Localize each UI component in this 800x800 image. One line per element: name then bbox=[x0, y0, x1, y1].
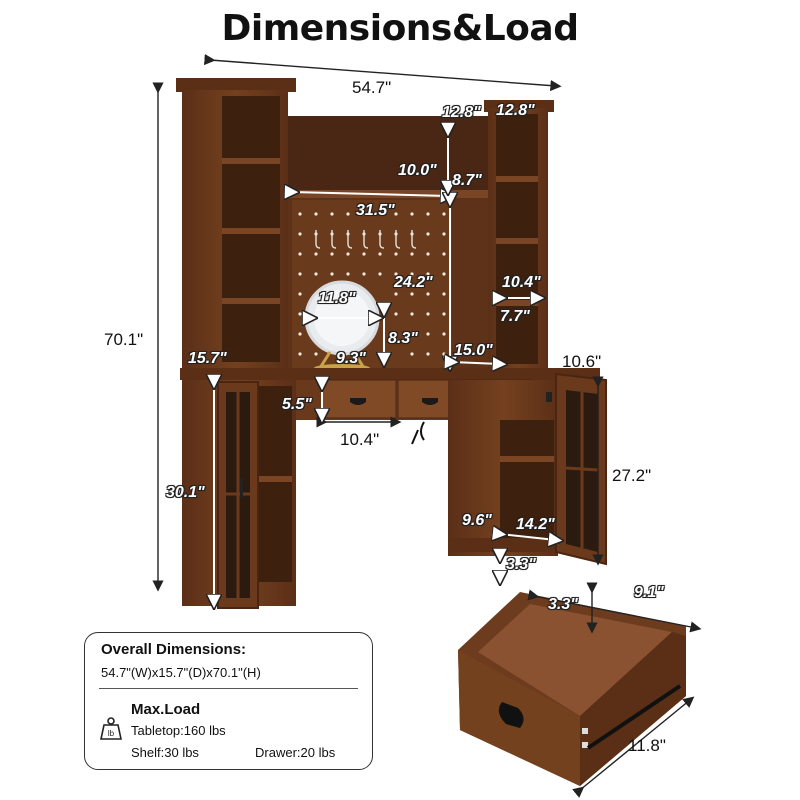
dim-top-shelf-depth: 8.7" bbox=[452, 172, 482, 189]
dim-drawer-inner-width: 11.8" bbox=[628, 736, 666, 755]
max-load-heading: Max.Load bbox=[131, 701, 201, 718]
dim-mirror-base: 9.3" bbox=[336, 350, 366, 367]
dim-door-width: 10.6" bbox=[562, 352, 602, 371]
dim-hutch-side-width-right: 12.8" bbox=[496, 102, 535, 119]
specs-box: Overall Dimensions: 54.7"(W)x15.7"(D)x70… bbox=[84, 632, 373, 770]
overall-dimensions-value: 54.7"(W)x15.7"(D)x70.1"(H) bbox=[101, 665, 261, 680]
tabletop-load: Tabletop:160 lbs bbox=[131, 723, 226, 738]
drawer-detail bbox=[458, 592, 686, 786]
dim-desk-depth: 15.7" bbox=[188, 350, 227, 367]
page-title: Dimensions&Load bbox=[221, 8, 579, 49]
dim-drawer-width: 10.4" bbox=[340, 430, 380, 449]
shelf-load: Shelf:30 lbs bbox=[131, 745, 199, 760]
divider bbox=[99, 688, 358, 689]
dim-cabinet-width: 14.2" bbox=[516, 516, 555, 533]
dim-cabinet-shelf-depth: 9.6" bbox=[462, 512, 492, 529]
right-pedestal bbox=[448, 372, 607, 566]
dim-drawer-height: 5.5" bbox=[282, 396, 312, 413]
dim-cabinet-height: 27.2" bbox=[612, 466, 652, 485]
drawer-load: Drawer:20 lbs bbox=[255, 745, 336, 760]
dim-top-shelf-height: 10.0" bbox=[398, 162, 437, 179]
dim-total-height: 70.1" bbox=[104, 330, 144, 349]
dim-drawer-depth: 9.1" bbox=[634, 584, 664, 601]
dim-gap-width: 15.0" bbox=[454, 342, 493, 359]
weight-icon-label: lb bbox=[108, 729, 115, 738]
desktop-top bbox=[180, 368, 600, 380]
weight-icon: lb bbox=[100, 717, 122, 740]
dim-side-shelf-height: 10.4" bbox=[502, 274, 541, 291]
left-hutch-tower bbox=[176, 78, 296, 370]
dim-inner-width: 31.5" bbox=[356, 202, 395, 219]
overall-dimensions-heading: Overall Dimensions: bbox=[101, 641, 247, 658]
left-pedestal bbox=[182, 380, 296, 609]
dim-overall-width: 54.7" bbox=[352, 78, 392, 97]
dim-mirror-width: 11.8" bbox=[318, 290, 356, 307]
dim-plinth-height: 3.3" bbox=[506, 556, 536, 573]
dim-desk-height: 30.1" bbox=[166, 484, 205, 501]
dim-hutch-side-width-left: 12.8" bbox=[442, 104, 481, 121]
right-hutch-tower bbox=[484, 100, 554, 370]
dim-side-shelf-depth: 7.7" bbox=[500, 308, 530, 325]
dim-mirror-height: 8.3" bbox=[388, 330, 418, 347]
dim-drawer-inner-height: 3.3" bbox=[548, 596, 578, 613]
dim-pegboard-height: 24.2" bbox=[394, 274, 433, 291]
